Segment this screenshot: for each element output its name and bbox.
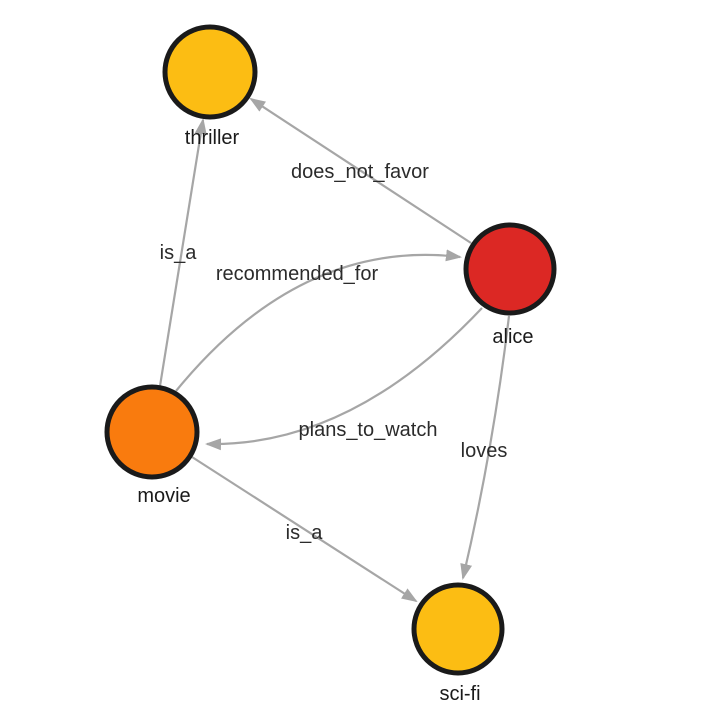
node-movie	[104, 384, 200, 480]
edge-labels-layer: does_not_favor is_a recommended_for plans_t…	[160, 161, 508, 544]
node-sci-fi	[411, 582, 505, 676]
node-labels-layer: thriller alice movie sci-fi	[137, 127, 533, 705]
edge-is-a-movie-scifi	[191, 456, 418, 603]
node-label-movie: movie	[137, 485, 190, 507]
edge-label-does-not-favor: does_not_favor	[291, 161, 429, 183]
edge-loves	[460, 315, 511, 580]
edge-does-not-favor	[249, 97, 472, 244]
nodes-layer	[104, 24, 557, 676]
edge-label-recommended-for: recommended_for	[216, 263, 379, 285]
node-label-sci-fi: sci-fi	[439, 683, 480, 705]
edges-layer	[158, 97, 511, 603]
edge-label-is-a-movie-scifi: is_a	[286, 522, 324, 544]
node-alice	[463, 222, 557, 316]
edge-label-is-a-movie-thriller: is_a	[160, 242, 198, 264]
edge-label-loves: loves	[461, 440, 508, 462]
edge-plans-to-watch	[205, 307, 483, 451]
edge-is-a-movie-thriller	[158, 118, 207, 387]
node-label-alice: alice	[492, 326, 533, 348]
node-thriller	[162, 24, 258, 120]
edge-label-plans-to-watch: plans_to_watch	[299, 419, 438, 441]
node-label-thriller: thriller	[185, 127, 240, 149]
edge-recommended-for	[175, 249, 462, 392]
